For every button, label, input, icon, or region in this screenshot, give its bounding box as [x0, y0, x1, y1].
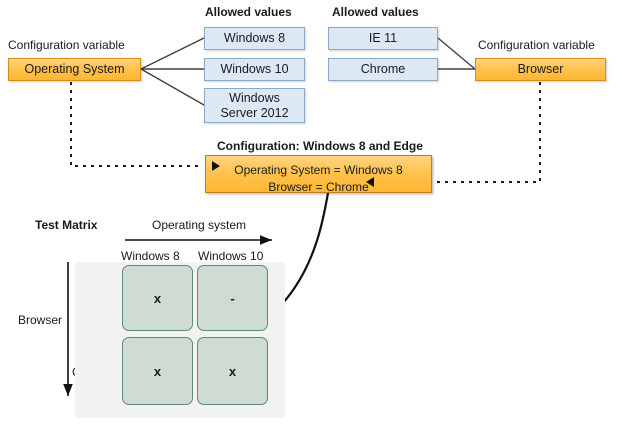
- configuration-line-os: Operating System = Windows 8: [234, 163, 403, 177]
- node-os-value-windows-8[interactable]: Windows 8: [204, 27, 305, 50]
- dotted-os-to-config: [70, 82, 203, 167]
- configuration-line-browser: Browser = Chrome: [268, 180, 369, 195]
- node-browser-value-ie-11[interactable]: IE 11: [328, 27, 438, 50]
- label-allowed-values-browser: Allowed values: [332, 5, 419, 19]
- matrix-cell-ie11-windows-8[interactable]: x: [122, 265, 193, 331]
- connector-os-to-win8: [140, 37, 205, 70]
- connector-ie11-to-browser: [437, 37, 476, 70]
- node-configuration-box[interactable]: Operating System = Windows 8 Browser = C…: [205, 155, 432, 195]
- matrix-column-header-windows-8: Windows 8: [121, 249, 180, 263]
- label-test-matrix: Test Matrix: [35, 218, 98, 232]
- node-os-value-windows-10[interactable]: Windows 10: [204, 58, 305, 81]
- matrix-cell-chrome-windows-8[interactable]: x: [122, 337, 193, 405]
- matrix-column-header-windows-10: Windows 10: [198, 249, 264, 263]
- matrix-cell-chrome-windows-10[interactable]: x: [197, 337, 268, 405]
- matrix-y-axis-label: Browser: [18, 313, 63, 327]
- node-operating-system-variable[interactable]: Operating System: [8, 58, 141, 81]
- os-value-3-line1: Windows: [229, 90, 280, 105]
- matrix-cell-ie11-windows-10[interactable]: -: [197, 265, 268, 331]
- label-allowed-values-os: Allowed values: [205, 5, 292, 19]
- connector-os-to-winserver: [140, 68, 205, 106]
- label-configuration-variable-right: Configuration variable: [478, 38, 595, 52]
- configuration-inbound-marker-right-icon: [366, 177, 374, 187]
- configuration-inbound-marker-icon: [212, 161, 220, 171]
- label-configuration-variable-left: Configuration variable: [8, 38, 125, 52]
- os-value-3-line2: Server 2012: [220, 105, 289, 120]
- node-browser-variable[interactable]: Browser: [475, 58, 606, 81]
- label-configuration-title: Configuration: Windows 8 and Edge: [217, 139, 423, 153]
- node-browser-value-chrome[interactable]: Chrome: [328, 58, 438, 81]
- matrix-x-axis-label: Operating system: [152, 218, 247, 232]
- node-os-value-windows-server-2012[interactable]: Windows Server 2012: [204, 88, 305, 123]
